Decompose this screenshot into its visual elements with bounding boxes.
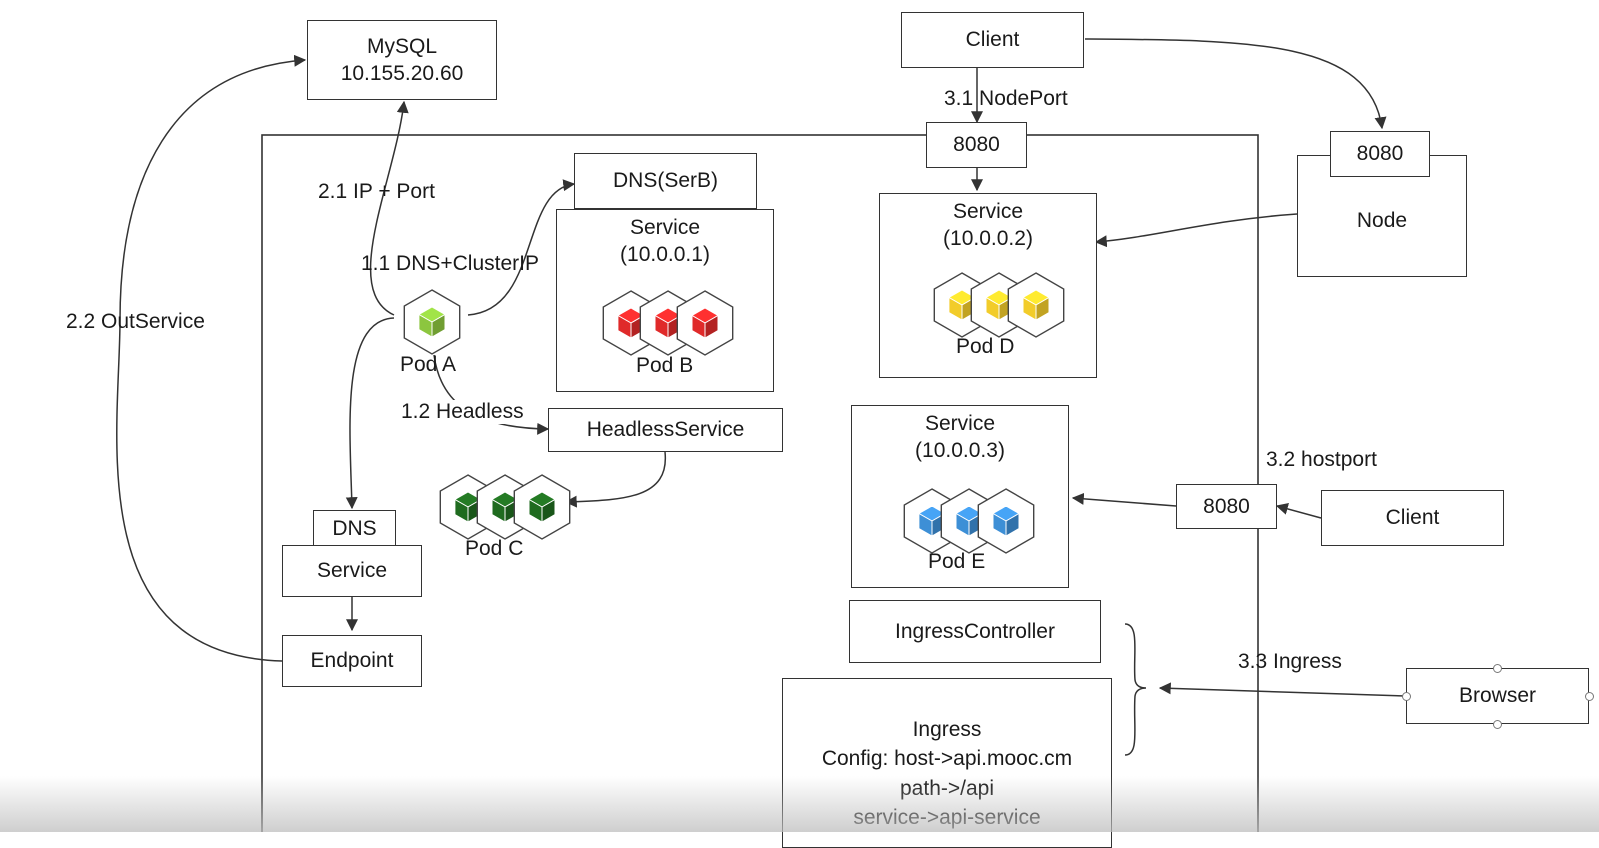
- dns-small-box: DNS: [313, 510, 396, 548]
- node-label: Node: [1356, 209, 1408, 233]
- service-d-title: Service: [952, 200, 1024, 223]
- hostport-port-box: 8080: [1176, 484, 1277, 529]
- service-b-title: Service: [629, 216, 701, 239]
- ingress-brace: [1124, 623, 1147, 756]
- service-e-ip: (10.0.0.3): [915, 439, 1005, 463]
- pod-a-label: Pod A: [400, 353, 457, 376]
- service-small-box: Service: [282, 545, 422, 597]
- headless-service-label: HeadlessService: [586, 418, 745, 442]
- ingress-config-host: Config: host->api.mooc.cm: [821, 747, 1073, 771]
- pod-c-label: Pod C: [465, 537, 524, 560]
- edge-poda-to-dnsserb: [467, 179, 576, 316]
- browser-label: Browser: [1458, 684, 1537, 708]
- node-box: Node: [1297, 155, 1467, 277]
- service-e-title: Service: [924, 412, 996, 435]
- browser-box[interactable]: Browser: [1406, 668, 1589, 724]
- endpoint-label: Endpoint: [310, 649, 394, 673]
- label-headless: 1.2 Headless: [401, 400, 524, 424]
- edge-poda-to-dns: [345, 317, 395, 510]
- dns-serb-box: DNS(SerB): [574, 153, 757, 209]
- hostport-port-label: 8080: [1203, 494, 1250, 518]
- ingress-title: Ingress: [912, 718, 982, 741]
- pod-e-cube-3: [977, 488, 1035, 554]
- edge-client-to-hostport: [1275, 503, 1322, 519]
- nodeport-port-label: 8080: [953, 133, 1000, 157]
- headless-service-box: HeadlessService: [548, 408, 783, 452]
- label-outservice: 2.2 OutService: [66, 310, 205, 333]
- selection-handle-right[interactable]: [1585, 692, 1594, 701]
- edge-headless-to-podc: [564, 451, 666, 508]
- pod-b-cube-3: [676, 290, 734, 356]
- service-small-label: Service: [316, 559, 388, 583]
- mysql-ip: 10.155.20.60: [340, 62, 464, 85]
- client-right-label: Client: [1385, 506, 1440, 530]
- pod-b-cubes: [602, 290, 734, 356]
- label-hostport: 3.2 hostport: [1266, 448, 1377, 471]
- edge-browser-to-ingress: [1158, 682, 1407, 697]
- selection-handle-bottom[interactable]: [1493, 720, 1502, 729]
- node-port-label: 8080: [1356, 142, 1404, 166]
- pod-d-label: Pod D: [956, 335, 1015, 358]
- endpoint-box: Endpoint: [282, 635, 422, 687]
- pod-d-cube-3: [1007, 272, 1065, 338]
- label-ip-port: 2.1 IP + Port: [318, 180, 435, 203]
- mysql-box: MySQL 10.155.20.60: [307, 20, 497, 100]
- pod-a-cubes: [403, 289, 461, 355]
- node-port-box: 8080: [1330, 131, 1430, 177]
- ingress-box: Ingress Config: host->api.mooc.cm path->…: [782, 678, 1112, 848]
- service-b-ip: (10.0.0.1): [620, 243, 710, 267]
- pod-a-cube-1: [403, 289, 461, 355]
- client-right-box: Client: [1321, 490, 1504, 546]
- pod-d-cubes: [933, 272, 1065, 338]
- pod-e-label: Pod E: [928, 550, 986, 573]
- ingress-controller-box: IngressController: [849, 600, 1101, 663]
- ingress-config-service: service->api-service: [853, 806, 1041, 830]
- edge-poda-to-mysql: [369, 100, 409, 316]
- ingress-config-path: path->/api: [900, 776, 994, 800]
- edge-node-to-serviced: [1094, 213, 1298, 248]
- dns-serb-label: DNS(SerB): [612, 169, 718, 193]
- label-dns-clusterip: 1.1 DNS+ClusterIP: [361, 252, 539, 275]
- edge-client-to-node: [1084, 38, 1387, 130]
- pod-e-cubes: [903, 488, 1035, 554]
- dns-small-label: DNS: [332, 517, 377, 541]
- edge-endpoint-to-mysql: [116, 54, 307, 662]
- pod-b-label: Pod B: [636, 354, 694, 377]
- edge-hostport-to-servicee: [1071, 492, 1177, 507]
- pod-c-cube-3: [513, 474, 571, 540]
- mysql-name: MySQL: [366, 34, 437, 58]
- nodeport-port-box: 8080: [926, 122, 1027, 168]
- client-top-label: Client: [965, 28, 1020, 52]
- client-top-box: Client: [901, 12, 1084, 68]
- service-d-ip: (10.0.0.2): [943, 227, 1033, 251]
- label-ingress: 3.3 Ingress: [1238, 650, 1342, 673]
- selection-handle-top[interactable]: [1493, 664, 1502, 673]
- selection-handle-left[interactable]: [1402, 692, 1411, 701]
- ingress-controller-label: IngressController: [895, 619, 1055, 643]
- pod-c-cubes: [439, 474, 571, 540]
- label-nodeport: 3.1 NodePort: [944, 87, 1068, 110]
